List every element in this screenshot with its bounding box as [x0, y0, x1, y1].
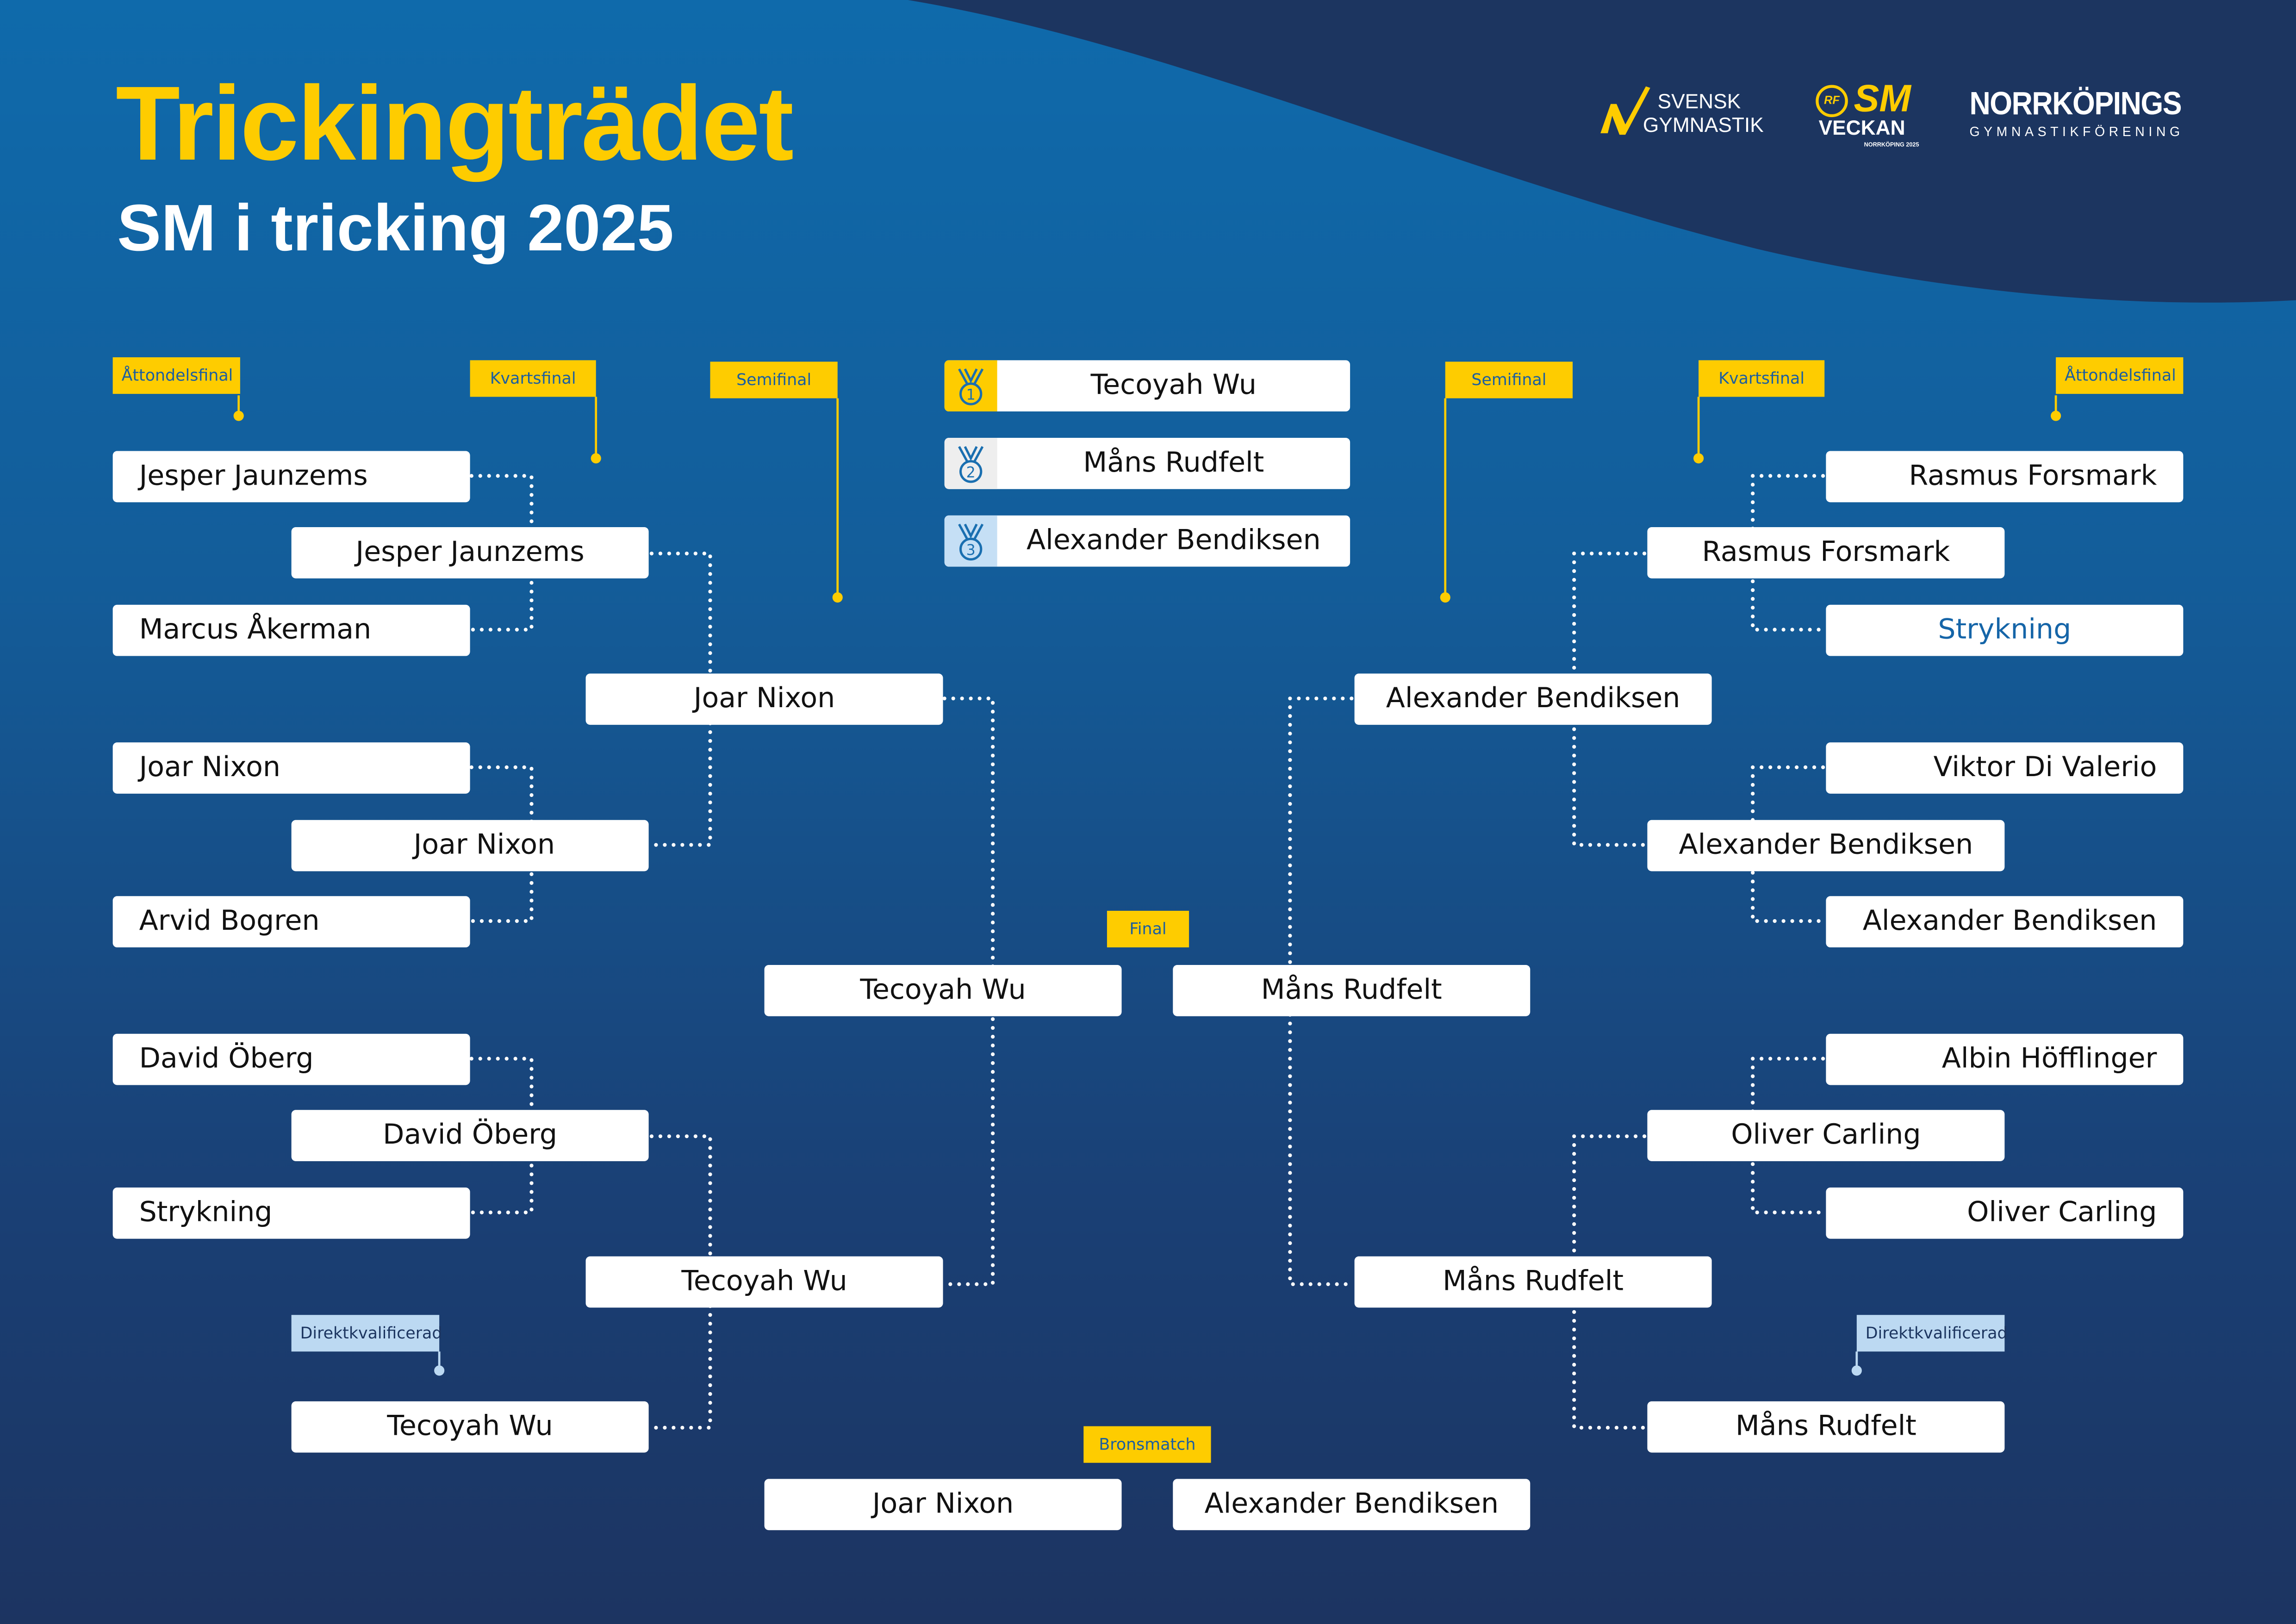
- stage-label-r16-right: Åttondelsfinal: [2056, 357, 2184, 394]
- right-r16-slot: Rasmus Forsmark: [1826, 451, 2184, 503]
- stage-label-r16-left: Åttondelsfinal: [112, 357, 240, 394]
- svg-text:2: 2: [966, 464, 976, 480]
- left-qf-slot: David Öberg: [291, 1110, 649, 1161]
- left-r16-slot: Marcus Åkerman: [112, 604, 470, 656]
- direct-qualified-label-left: Direktkvalificerad: [291, 1315, 442, 1352]
- silver-medal-icon: 2: [944, 438, 997, 489]
- stage-label-sf-left: Semifinal: [710, 361, 838, 398]
- right-qf-slot: Oliver Carling: [1647, 1110, 2005, 1161]
- right-r16-slot: Oliver Carling: [1826, 1187, 2184, 1239]
- final-slot-left: Tecoyah Wu: [764, 965, 1122, 1016]
- right-r16-slot: Strykning: [1826, 604, 2184, 656]
- bronze-slot-right: Alexander Bendiksen: [1173, 1479, 1531, 1531]
- left-r16-slot: Joar Nixon: [112, 742, 470, 794]
- left-r16-slot: Arvid Bogren: [112, 896, 470, 948]
- gymnastikforening-text: GYMNASTIKFÖRENING: [1969, 124, 2184, 139]
- podium-name: Måns Rudfelt: [1083, 446, 1264, 479]
- left-qf-slot: Jesper Jaunzems: [291, 527, 649, 579]
- direct-qualified-label-right: Direktkvalificerad: [1856, 1315, 2008, 1352]
- left-r16-slot: David Öberg: [112, 1033, 470, 1085]
- sm-text: SM: [1854, 76, 1911, 120]
- page-title: Trickingträdet: [115, 66, 794, 183]
- right-r16-slot: Viktor Di Valerio: [1826, 742, 2184, 794]
- podium-name: Alexander Bendiksen: [1027, 524, 1321, 557]
- gymnast-icon: [1600, 86, 1650, 135]
- stage-label-final: Final: [1107, 910, 1189, 948]
- right-r16-slot: Alexander Bendiksen: [1826, 896, 2184, 948]
- bronze-medal-icon: 3: [944, 515, 997, 567]
- norrkopings-logo: NORRKÖPINGS GYMNASTIKFÖRENING: [1969, 85, 2205, 139]
- svensk-text: SVENSK: [1657, 89, 1741, 113]
- final-slot-right: Måns Rudfelt: [1173, 965, 1531, 1016]
- stage-pointers: [233, 395, 2061, 1376]
- svg-text:1: 1: [966, 386, 976, 403]
- stage-label-qf-right: Kvartsfinal: [1699, 360, 1825, 397]
- sm-veckan-logo: RF SM VECKAN NORRKÖPING 2025: [1816, 76, 1933, 152]
- page-subtitle: SM i tricking 2025: [117, 190, 674, 265]
- left-qf-slot: Joar Nixon: [291, 820, 649, 871]
- podium-third: 3 Alexander Bendiksen: [944, 515, 1350, 567]
- left-sf-slot: Joar Nixon: [585, 673, 943, 725]
- podium-first: 1 Tecoyah Wu: [944, 360, 1350, 412]
- left-sf-slot: Tecoyah Wu: [585, 1256, 943, 1308]
- bronze-slot-left: Joar Nixon: [764, 1479, 1122, 1531]
- podium-name: Tecoyah Wu: [1090, 369, 1257, 401]
- right-qf-slot: Rasmus Forsmark: [1647, 527, 2005, 579]
- left-qf-slot: Tecoyah Wu: [291, 1401, 649, 1453]
- gold-medal-icon: 1: [944, 360, 997, 412]
- rf-badge: RF: [1816, 85, 1848, 118]
- veckan-sub: NORRKÖPING 2025: [1864, 140, 1919, 148]
- right-sf-slot: Måns Rudfelt: [1354, 1256, 1712, 1308]
- stage-label-sf-right: Semifinal: [1445, 361, 1573, 398]
- podium-second: 2 Måns Rudfelt: [944, 438, 1350, 489]
- norrkopings-text: NORRKÖPINGS: [1969, 85, 2182, 122]
- left-r16-slot: Strykning: [112, 1187, 470, 1239]
- svg-text:3: 3: [966, 541, 976, 558]
- right-qf-slot: Måns Rudfelt: [1647, 1401, 2005, 1453]
- gymnastik-text: GYMNASTIK: [1643, 112, 1764, 137]
- right-sf-slot: Alexander Bendiksen: [1354, 673, 1712, 725]
- stage-label-qf-left: Kvartsfinal: [470, 360, 596, 397]
- left-r16-slot: Jesper Jaunzems: [112, 451, 470, 503]
- stage-label-bronze: Bronsmatch: [1083, 1426, 1211, 1463]
- right-qf-slot: Alexander Bendiksen: [1647, 820, 2005, 871]
- right-r16-slot: Albin Höfflinger: [1826, 1033, 2184, 1085]
- veckan-text: VECKAN: [1818, 115, 1905, 139]
